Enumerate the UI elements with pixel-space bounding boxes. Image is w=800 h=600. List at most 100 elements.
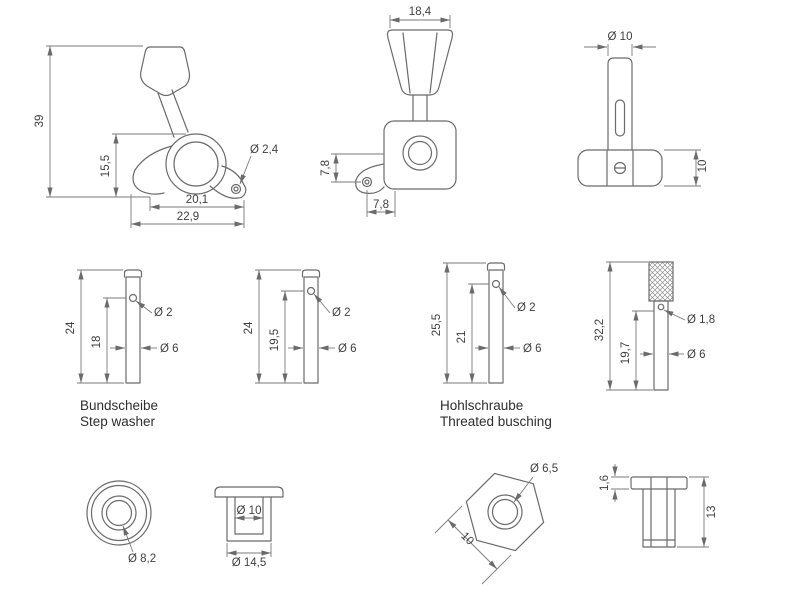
post-d-dimensions: 32,2 19,7 Ø 1,8 Ø 6 <box>594 261 715 391</box>
worm-cap-inner <box>407 140 433 166</box>
mounting-hole-center <box>364 179 370 185</box>
dim-bushing-height-label: 13 <box>706 506 718 519</box>
string-hole <box>657 303 665 311</box>
string-hole <box>128 293 138 303</box>
string-post-a: 24 18 Ø 2 Ø 6 <box>65 269 179 384</box>
dim-body-height-label: 15,5 <box>100 155 112 177</box>
caption-bushing-de: Hohlschraube <box>440 398 523 413</box>
dim-post-dia-label: Ø 10 <box>608 31 633 43</box>
dim-post-total-label: 32,2 <box>594 319 606 341</box>
dim-washer-hole-label: Ø 8,2 <box>128 553 156 565</box>
post-shaft <box>125 276 141 384</box>
post-cap <box>123 269 143 278</box>
bushing-body <box>642 488 676 548</box>
dim-ear-hole-label: Ø 2,4 <box>250 144 279 156</box>
dim-post-dia-label: Ø 6 <box>338 343 357 355</box>
mounting-hole-center <box>233 186 239 192</box>
dim-post-dia-label: Ø 6 <box>523 343 542 355</box>
string-hole <box>491 279 501 289</box>
string-post-c: 25,5 21 Ø 2 Ø 6 <box>431 262 542 384</box>
dim-post-shaft-label: 21 <box>456 331 468 344</box>
washer-boss-circle <box>101 495 137 531</box>
dim-string-hole-label: Ø 2 <box>517 302 536 314</box>
worm-cap <box>402 135 438 171</box>
gear-housing <box>165 133 227 195</box>
flanged-dimensions: 1,6 13 <box>599 464 718 548</box>
button-facet <box>402 32 411 94</box>
dim-post-shaft-label: 18 <box>91 336 103 349</box>
caption-step-washer-de: Bundscheibe <box>80 398 158 413</box>
flanged-bushing-drawing: 1,6 13 <box>599 464 718 548</box>
dim-total-height-label: 39 <box>34 115 46 128</box>
dim-button-thickness-label: 10 <box>697 160 709 173</box>
post-cap <box>301 269 321 278</box>
gear-housing-front <box>383 120 457 190</box>
housing-flange <box>132 145 173 195</box>
dim-hex-bore-label: Ø 6,5 <box>530 463 558 475</box>
front-view-dimensions: 18,4 7,8 7,8 <box>320 6 451 217</box>
string-hole <box>306 286 316 296</box>
dim-cup-outer-label: Ø 14,5 <box>232 557 267 569</box>
washer-hole-circle <box>105 499 133 527</box>
post-b-dimensions: 24 19,5 Ø 2 Ø 6 <box>243 269 357 384</box>
hex-thread-circle <box>487 494 523 530</box>
dim-post-shaft-label: 19,7 <box>620 342 632 364</box>
captions: Bundscheibe Step washer Hohlschraube Thr… <box>80 398 552 429</box>
string-post <box>607 57 633 151</box>
tuner-side-view: 39 15,5 20,1 22,9 Ø 2,4 <box>34 45 279 228</box>
knurled-head <box>648 261 674 302</box>
gear-housing-cap <box>173 141 219 187</box>
washer-outer-circle <box>86 480 152 546</box>
mounting-hole <box>361 176 373 188</box>
dim-width1-label: 20,1 <box>186 194 208 206</box>
tuner-button-side <box>140 46 191 97</box>
step-washer-drawing: Ø 8,2 <box>86 480 156 565</box>
cup-bushing-drawing: Ø 10 Ø 14,5 <box>214 486 284 569</box>
hex-dimensions: Ø 6,5 10 <box>434 463 558 585</box>
post-shaft <box>488 269 504 384</box>
dim-string-hole-label: Ø 2 <box>332 307 351 319</box>
dim-cup-inner-label: Ø 10 <box>237 505 262 517</box>
bushing-flange <box>214 486 284 498</box>
dim-width2-label: 22,9 <box>177 211 199 223</box>
string-post-b: 24 19,5 Ø 2 Ø 6 <box>243 269 357 384</box>
dim-post-total-label: 24 <box>243 321 255 334</box>
dim-string-hole-label: Ø 1,8 <box>687 314 715 326</box>
caption-bushing-en: Threated busching <box>440 414 552 429</box>
post-shaft <box>303 276 319 384</box>
cup-dimensions: Ø 10 Ø 14,5 <box>226 505 272 569</box>
dim-post-total-label: 25,5 <box>431 314 443 336</box>
mounting-hole <box>230 183 242 195</box>
tuner-button-front <box>386 29 454 96</box>
post-c-dimensions: 25,5 21 Ø 2 Ø 6 <box>431 262 542 384</box>
string-slot <box>614 99 626 137</box>
hex-outline <box>465 472 545 552</box>
dim-plate-height-label: 7,8 <box>320 160 332 176</box>
dim-post-dia-label: Ø 6 <box>160 343 179 355</box>
hex-bushing-drawing: Ø 6,5 10 <box>434 463 558 585</box>
dim-plate-width-label: 7,8 <box>373 199 389 211</box>
post-a-dimensions: 24 18 Ø 2 Ø 6 <box>65 269 179 384</box>
dim-post-shaft-label: 19,5 <box>269 329 281 351</box>
dim-post-dia-label: Ø 6 <box>687 349 706 361</box>
bushing-body <box>226 496 272 542</box>
washer-step-circle <box>90 484 148 542</box>
washer-dimensions: Ø 8,2 <box>122 525 156 565</box>
button-stem <box>171 89 189 133</box>
mounting-ear-front <box>355 163 385 194</box>
mounting-ear <box>209 165 247 199</box>
tuner-front-view: 18,4 7,8 7,8 <box>320 6 457 217</box>
tuner-top-view: Ø 10 10 <box>577 31 709 187</box>
hex-bore-circle <box>491 498 519 526</box>
dim-post-total-label: 24 <box>65 321 77 334</box>
wing-button <box>577 149 663 187</box>
post-shaft <box>653 300 669 391</box>
top-view-dimensions: Ø 10 10 <box>584 31 709 187</box>
post-cap <box>486 262 506 271</box>
string-post-d-knurled: 32,2 19,7 Ø 1,8 Ø 6 <box>594 261 715 391</box>
side-view-dimensions: 39 15,5 20,1 22,9 Ø 2,4 <box>34 45 279 228</box>
dim-button-width-label: 18,4 <box>409 6 432 18</box>
button-stem <box>157 92 175 138</box>
